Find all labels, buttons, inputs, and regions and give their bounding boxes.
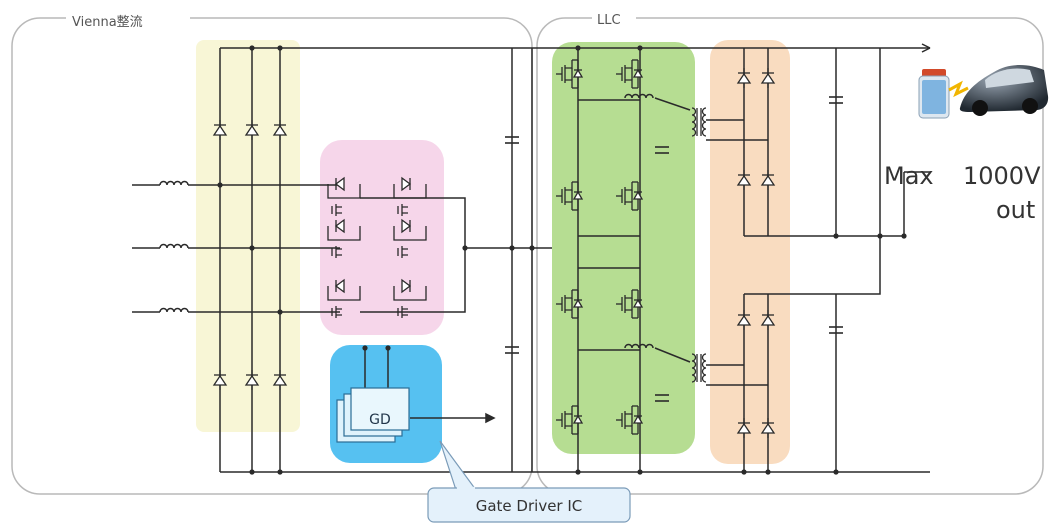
junction-dot [741, 469, 747, 475]
diode [736, 68, 752, 88]
wire [744, 236, 881, 295]
junction-dot [575, 469, 581, 475]
wire [654, 347, 691, 363]
llc-title: LLC [597, 13, 621, 28]
inductor [624, 93, 654, 99]
junction-dot [765, 469, 771, 475]
junction-dot [833, 233, 839, 239]
mosfet [616, 289, 644, 319]
capacitor [655, 146, 669, 154]
mosfet [556, 59, 584, 89]
components [212, 59, 843, 438]
junction-dots [217, 45, 907, 475]
inductor [624, 343, 654, 349]
diode [760, 310, 776, 330]
rectifier-band [196, 40, 300, 432]
diode [736, 418, 752, 438]
junction-dot [217, 182, 223, 188]
mosfet [556, 181, 584, 211]
diode [212, 370, 228, 390]
capacitor [505, 136, 519, 144]
transformer [691, 353, 707, 383]
capacitor [655, 394, 669, 402]
wire [921, 47, 931, 53]
switch-block [320, 140, 444, 335]
bidirectional-switch [393, 278, 427, 318]
color-blocks [196, 40, 790, 464]
junction-dot [509, 245, 515, 251]
car-icon [959, 65, 1049, 116]
junction-dot [877, 233, 883, 239]
gd-chips: GD [336, 387, 410, 443]
junction-dot [385, 345, 391, 351]
bidirectional-switch [327, 218, 361, 258]
gd-chip-front [350, 387, 410, 431]
max-label: Max [884, 162, 934, 190]
wire [921, 43, 931, 49]
diode [272, 120, 288, 140]
vienna-label-bg [66, 8, 190, 30]
capacitor [505, 346, 519, 354]
diode [244, 120, 260, 140]
diode [736, 170, 752, 190]
out-label: out [996, 196, 1035, 224]
junction-dot [249, 245, 255, 251]
mosfet [616, 181, 644, 211]
battery-icon [918, 69, 950, 119]
mosfet [556, 405, 584, 435]
junction-dot [277, 45, 283, 51]
diode [212, 120, 228, 140]
bidirectional-switch [393, 218, 427, 258]
bidirectional-switch [327, 278, 361, 318]
junction-dot [249, 45, 255, 51]
gd-label: GD [369, 412, 391, 428]
llc-label-bg [592, 8, 636, 30]
junction-dot [249, 469, 255, 475]
junction-dot [637, 45, 643, 51]
junction-dot [362, 345, 368, 351]
callout-pointer [439, 440, 478, 491]
capacitor [829, 326, 843, 334]
bidirectional-switch [393, 176, 427, 216]
callout-box [427, 487, 631, 523]
diode [272, 370, 288, 390]
arrow [485, 412, 496, 424]
junction-dot [529, 245, 535, 251]
inductor [159, 243, 189, 249]
output-rectifier-band [710, 40, 790, 464]
bidirectional-switch [327, 176, 361, 216]
wiring [132, 43, 931, 473]
mosfet [556, 289, 584, 319]
capacitor [829, 96, 843, 104]
junction-dot [833, 469, 839, 475]
mosfet [616, 59, 644, 89]
inductor [159, 307, 189, 313]
lightning-icon [948, 80, 969, 98]
inductor [159, 180, 189, 186]
transformer [691, 107, 707, 137]
junction-dot [462, 245, 468, 251]
voltage-label: 1000V [963, 162, 1041, 190]
llc-frame [536, 17, 1044, 495]
diode [760, 68, 776, 88]
junction-dot [637, 469, 643, 475]
section-frames [11, 8, 1044, 495]
mosfet [616, 405, 644, 435]
junction-dot [575, 45, 581, 51]
gate-driver-label: Gate Driver IC [476, 497, 583, 515]
llc-block [552, 42, 695, 454]
junction-dot [901, 233, 907, 239]
diode [244, 370, 260, 390]
junction-dot [277, 469, 283, 475]
diode [736, 310, 752, 330]
vienna-title: Vienna整流 [72, 15, 143, 30]
wire [654, 97, 691, 111]
diode [760, 170, 776, 190]
gate-driver-callout: Gate Driver IC [427, 440, 631, 523]
junction-dot [277, 309, 283, 315]
diode [760, 418, 776, 438]
